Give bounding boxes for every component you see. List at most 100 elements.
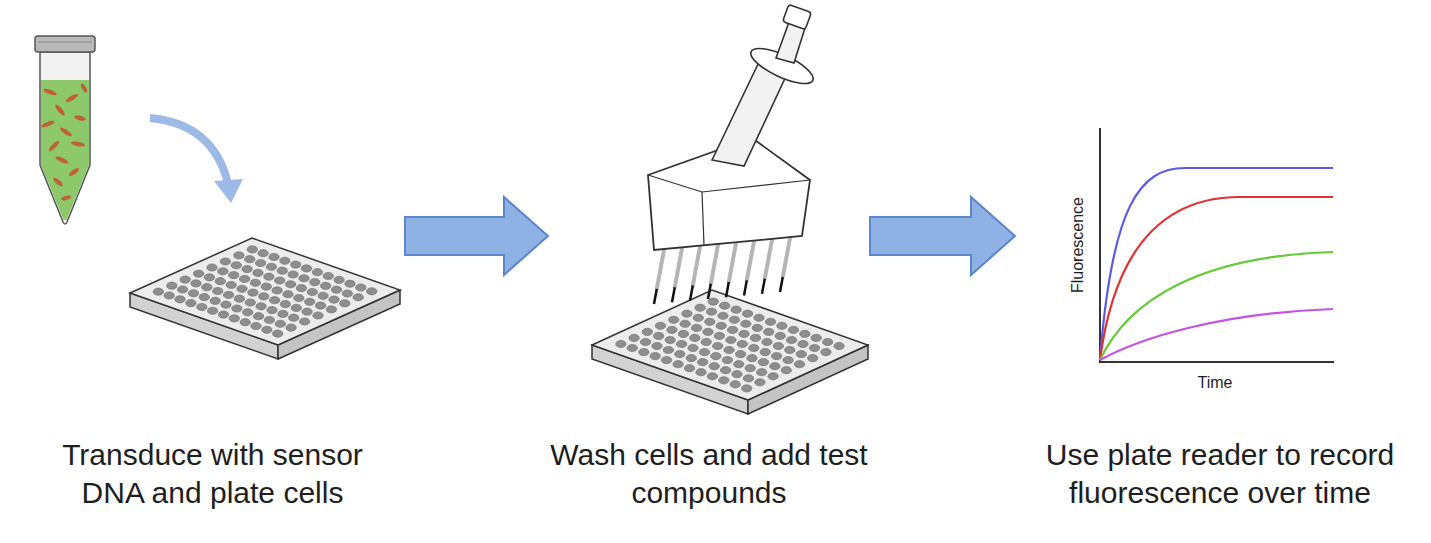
well [696, 369, 706, 376]
well [707, 373, 717, 380]
well [834, 342, 844, 349]
well [307, 288, 317, 295]
well [229, 315, 239, 322]
well [798, 340, 808, 347]
well [283, 291, 293, 298]
well [177, 286, 187, 293]
curved-arrow [150, 118, 228, 184]
well [781, 367, 791, 374]
well [796, 351, 806, 358]
well [273, 330, 283, 337]
curve-blue [1100, 168, 1333, 360]
well [661, 357, 671, 364]
well [164, 292, 174, 299]
well [775, 332, 785, 339]
well [777, 322, 787, 329]
well [229, 272, 239, 279]
centrifuge-tube [35, 36, 95, 224]
well [253, 313, 263, 320]
well [213, 287, 223, 294]
well [758, 359, 768, 366]
well [301, 265, 311, 272]
well [742, 385, 752, 392]
well [261, 283, 271, 290]
cell [47, 139, 60, 152]
housing-edge [648, 175, 810, 192]
well [272, 287, 282, 294]
cell [65, 93, 79, 104]
well [240, 319, 250, 326]
well [367, 288, 377, 295]
well [242, 266, 252, 273]
well [713, 342, 723, 349]
well [188, 290, 198, 297]
well [747, 355, 757, 362]
well [771, 353, 781, 360]
well [302, 308, 312, 315]
axis-label: Fluorescence [1069, 197, 1087, 293]
curved-arrow-head [214, 179, 243, 203]
well [765, 318, 775, 325]
well [342, 290, 352, 297]
well [280, 257, 290, 264]
well [305, 298, 315, 305]
well [318, 292, 328, 299]
well [673, 361, 683, 368]
curve-red [1100, 197, 1333, 360]
well [207, 307, 217, 314]
axis-label: Time [1198, 374, 1233, 392]
well [703, 328, 713, 335]
well [207, 264, 217, 271]
well [231, 262, 241, 269]
well [785, 346, 795, 353]
well [768, 373, 778, 380]
well [218, 311, 228, 318]
tip-end [780, 277, 783, 292]
well [741, 320, 751, 327]
well [691, 324, 701, 331]
well [678, 330, 688, 337]
well [760, 349, 770, 356]
well [243, 309, 253, 316]
pipette-tip [765, 240, 772, 279]
well [275, 320, 285, 327]
well [783, 357, 793, 364]
block-arrow [405, 197, 548, 275]
well [193, 270, 203, 277]
well [720, 302, 730, 309]
tip-end [744, 280, 747, 295]
well [277, 267, 287, 274]
well [706, 308, 716, 315]
well [745, 365, 755, 372]
well [294, 294, 304, 301]
fluorescence-chart [1099, 128, 1334, 362]
well [640, 338, 650, 345]
pipette-tip [657, 250, 664, 289]
well [247, 246, 257, 253]
block-arrow [870, 197, 1015, 275]
tip-end [726, 282, 729, 297]
well [248, 289, 258, 296]
well [655, 322, 665, 329]
well [239, 275, 249, 282]
well [221, 301, 231, 308]
well [259, 293, 269, 300]
pipette-tip [729, 243, 736, 282]
well [749, 344, 759, 351]
well [253, 269, 263, 276]
plunger-button [783, 4, 812, 29]
well [323, 272, 333, 279]
cell [54, 103, 66, 117]
well [809, 344, 819, 351]
well [823, 338, 833, 345]
well [264, 316, 274, 323]
cell [59, 126, 73, 138]
well [808, 355, 818, 362]
well [718, 312, 728, 319]
well [788, 326, 798, 333]
well [750, 334, 760, 341]
cell [71, 141, 86, 148]
well [299, 318, 309, 325]
well [234, 252, 244, 259]
well [226, 281, 236, 288]
